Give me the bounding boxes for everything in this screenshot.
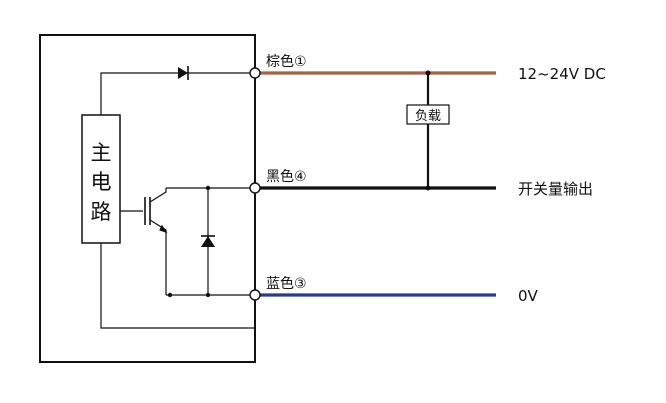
terminal-label-supply: 12~24V DC: [518, 65, 606, 83]
reverse-protection-diode: [178, 66, 189, 80]
main-circuit-box: [81, 114, 121, 244]
junction-dot: [167, 292, 173, 298]
main-circuit-char-1: 主: [91, 141, 112, 165]
black-wire-label: 黑色④: [266, 168, 307, 185]
main-circuit-char-3: 路: [91, 200, 112, 224]
main-circuit-char-2: 电: [91, 170, 112, 194]
brown-wire-label: 棕色①: [266, 53, 307, 70]
output-transistor: [120, 188, 168, 295]
terminal-brown: [249, 67, 261, 79]
junction-dot: [425, 70, 431, 76]
load-label: 负载: [415, 109, 441, 124]
terminal-label-output: 开关量输出: [518, 180, 593, 198]
internal-wire-top: [100, 72, 255, 115]
internal-wire-bottom: [100, 243, 255, 329]
junction-dot: [425, 185, 431, 191]
sensor-housing: [39, 34, 256, 363]
terminal-blue: [249, 289, 261, 301]
blue-wire-label: 蓝色③: [266, 275, 307, 292]
terminal-label-ground: 0V: [518, 287, 539, 305]
output-protection-diode: [201, 188, 215, 295]
terminal-black: [249, 182, 261, 194]
